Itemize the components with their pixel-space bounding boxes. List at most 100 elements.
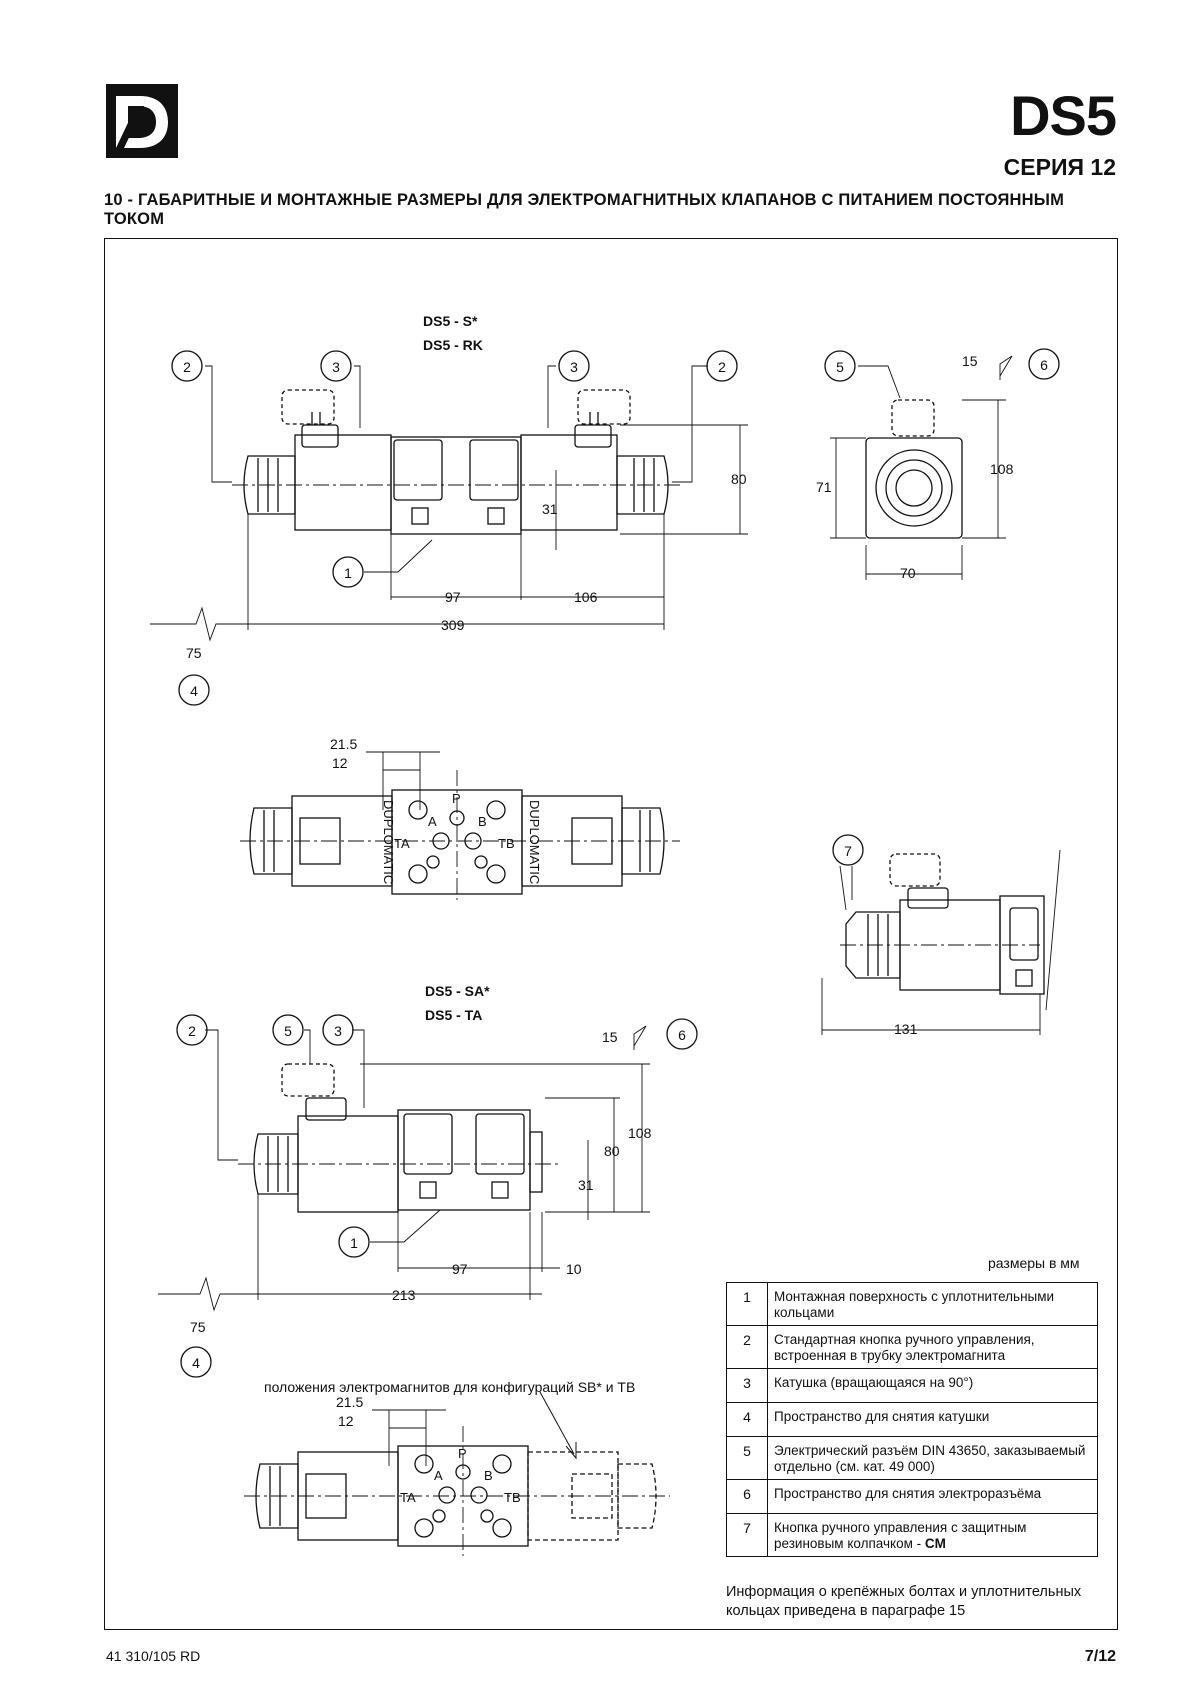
port-tb-lower: TB [504,1490,521,1505]
legend-text-main: Стандартная кнопка ручного управления, в… [774,1332,1035,1363]
legend-number: 2 [726,1325,768,1369]
valve-top-view-sb [244,1391,670,1556]
callout-7: 7 [844,843,852,859]
legend-text: Монтажная поверхность с уплотнительными … [767,1282,1098,1326]
dim-31-lower: 31 [578,1177,594,1193]
dim-108: 108 [990,461,1014,477]
valve-cm-view [821,849,1061,1035]
callout-3-right: 3 [570,359,578,375]
callout-2-right: 2 [718,359,726,375]
port-a: A [428,814,437,829]
callout-6: 6 [1040,357,1048,373]
callout-6-lower: 6 [678,1027,686,1043]
model-ds5-ta: DS5 - TA [425,1007,482,1023]
port-p-lower: P [458,1446,467,1461]
callout-3-lower: 3 [334,1023,342,1039]
legend-text-main: Монтажная поверхность с уплотнительными … [774,1289,1055,1320]
legend-text-main: Пространство для снятия электроразъёма [774,1486,1042,1501]
dim-309: 309 [441,617,465,633]
legend-row: 4 Пространство для снятия катушки [726,1402,1098,1437]
legend-number: 1 [726,1282,768,1326]
dim-15: 15 [962,353,978,369]
legend-text-bold: CM [924,1536,946,1551]
company-logo [106,84,178,158]
callout-2-lower: 2 [188,1023,196,1039]
legend-number: 5 [726,1436,768,1480]
callout-1: 1 [344,565,352,581]
caption-sb-tb: положения электромагнитов для конфигурац… [264,1379,635,1395]
brand-mark-left: DUPLOMATIC [381,800,396,884]
dim-106: 106 [574,589,598,605]
legend-text: Катушка (вращающаяся на 90°) [767,1368,1098,1403]
callout-4-lower: 4 [192,1355,200,1371]
brand-mark-right: DUPLOMATIC [527,800,542,884]
callout-4: 4 [190,683,198,699]
valve-side-view-single [158,1025,650,1312]
dim-131: 131 [894,1021,918,1037]
callout-1-lower: 1 [350,1235,358,1251]
dim-21-5: 21.5 [330,736,357,752]
port-b: B [478,814,487,829]
callout-3: 3 [332,359,340,375]
legend-text-main: Электрический разъём DIN 43650, заказыва… [774,1443,1086,1474]
dim-12-lower: 12 [338,1413,354,1429]
dim-75: 75 [186,645,202,661]
port-ta: TA [394,836,410,851]
legend-text: Стандартная кнопка ручного управления, в… [767,1325,1098,1369]
legend-text-main: Кнопка ручного управления с защитным рез… [774,1520,1027,1551]
valve-top-view [240,751,680,900]
legend-number: 4 [726,1402,768,1437]
legend-text-main: Катушка (вращающаяся на 90°) [774,1375,974,1390]
dim-31: 31 [542,501,558,517]
dim-71: 71 [816,479,832,495]
valve-end-view [830,355,1013,580]
legend-text: Кнопка ручного управления с защитным рез… [767,1513,1098,1557]
callout-5: 5 [836,359,844,375]
callout-5-lower: 5 [284,1023,292,1039]
legend-row: 3 Катушка (вращающаяся на 90°) [726,1368,1098,1403]
footer-note: Информация о крепёжных болтах и уплотнит… [726,1584,1082,1619]
dim-108-lower: 108 [628,1125,652,1141]
valve-side-view-double [150,365,748,642]
legend-text: Пространство для снятия электроразъёма [767,1479,1098,1514]
dim-80-lower: 80 [604,1143,620,1159]
series-label: СЕРИЯ 12 [1003,154,1116,180]
legend-number: 6 [726,1479,768,1514]
document-number: 41 310/105 RD [106,1648,201,1664]
section-heading: 10 - ГАБАРИТНЫЕ И МОНТАЖНЫЕ РАЗМЕРЫ ДЛЯ … [104,191,1065,228]
model-ds5-sa: DS5 - SA* [425,983,490,999]
port-p: P [452,791,461,806]
page-number: 7/12 [1084,1648,1116,1665]
model-ds5-s: DS5 - S* [423,313,478,329]
port-a-lower: A [434,1468,443,1483]
dim-97: 97 [445,589,461,605]
legend-text: Пространство для снятия катушки [767,1402,1098,1437]
legend-row: 6 Пространство для снятия электроразъёма [726,1479,1098,1514]
product-name: DS5 [1010,84,1117,147]
legend-text: Электрический разъём DIN 43650, заказыва… [767,1436,1098,1480]
dim-213: 213 [392,1287,416,1303]
dim-75-lower: 75 [190,1319,206,1335]
dim-15-lower: 15 [602,1029,618,1045]
port-b-lower: B [484,1468,493,1483]
port-tb: TB [498,836,515,851]
dim-80: 80 [731,471,747,487]
port-ta-lower: TA [400,1490,416,1505]
dim-10: 10 [566,1261,582,1277]
logo-d-icon [106,84,178,158]
drawing-frame [104,238,1118,1630]
dim-97-lower: 97 [452,1261,468,1277]
legend-text-main: Пространство для снятия катушки [774,1409,990,1424]
dim-70: 70 [900,565,916,581]
dim-21-5-lower: 21.5 [336,1394,363,1410]
legend-number: 7 [726,1513,768,1557]
legend-number: 3 [726,1368,768,1403]
model-ds5-rk: DS5 - RK [423,337,483,353]
dim-12: 12 [332,755,348,771]
